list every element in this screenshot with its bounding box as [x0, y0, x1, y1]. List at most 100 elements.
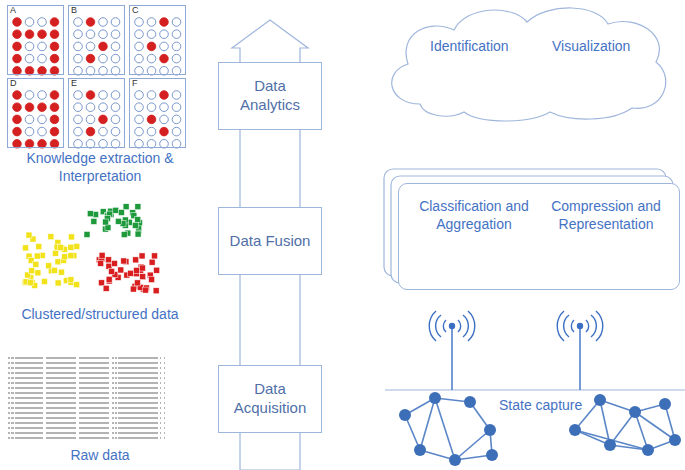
panel-letter: A — [10, 6, 16, 16]
pattern-dots — [99, 127, 108, 136]
sensor-network — [399, 409, 411, 421]
sensor-network — [635, 412, 648, 450]
panel-letter: B — [71, 6, 77, 16]
pattern-dots — [99, 54, 108, 63]
pattern-dots — [38, 115, 47, 124]
radio-tower — [429, 311, 475, 341]
sensor-network — [435, 398, 455, 460]
pattern-dots — [50, 67, 59, 76]
raw-data-texture — [8, 407, 192, 409]
cluster-scatter — [51, 267, 57, 273]
pattern-dots — [135, 127, 144, 136]
cluster-scatter — [130, 286, 136, 292]
cluster-scatter — [135, 217, 141, 223]
pattern-dots — [13, 30, 22, 39]
function-title: Visualization — [552, 38, 652, 56]
raw-data-texture — [8, 422, 192, 424]
cluster-scatter — [121, 258, 127, 264]
panel-letter: D — [10, 79, 17, 89]
cluster-scatter — [128, 270, 134, 276]
cluster-scatter — [140, 274, 146, 280]
pattern-dots — [172, 115, 181, 124]
cluster-scatter — [139, 265, 145, 271]
pattern-dots — [50, 115, 59, 124]
pattern-dots — [135, 103, 144, 112]
cluster-scatter — [68, 277, 74, 283]
pattern-dots — [135, 42, 144, 51]
cluster-scatter — [118, 267, 124, 273]
radio-tower — [436, 315, 469, 337]
pattern-dots — [13, 18, 181, 148]
function-title: Identification — [430, 38, 540, 56]
pattern-panel: D — [7, 78, 64, 148]
raw-data-texture — [8, 357, 192, 359]
pattern-dots — [99, 91, 108, 100]
pattern-dots — [111, 140, 120, 149]
pattern-dots — [86, 42, 95, 51]
cluster-scatter — [34, 253, 40, 259]
raw-data-texture — [8, 432, 192, 434]
pattern-dots — [147, 140, 156, 149]
pattern-dots — [50, 42, 59, 51]
pattern-dots — [111, 115, 120, 124]
cluster-scatter — [106, 276, 112, 282]
pattern-dots — [50, 127, 59, 136]
pattern-dots — [147, 18, 156, 27]
cluster-scatter — [68, 244, 74, 250]
pattern-dots — [38, 67, 47, 76]
cluster-scatter — [62, 254, 68, 260]
raw-data-texture — [8, 382, 192, 384]
cluster-scatter — [68, 253, 74, 259]
cluster-scatter — [103, 285, 109, 291]
pattern-dots — [13, 103, 22, 112]
cluster-scatter — [58, 269, 64, 275]
cloud-outline — [380, 0, 672, 125]
cluster-scatter — [139, 253, 145, 259]
stage-box: Data Analytics — [218, 62, 322, 130]
fusion-panel: Classification and AggregationCompressio… — [398, 183, 680, 290]
pattern-dots — [86, 18, 95, 27]
pattern-dots — [111, 42, 120, 51]
cluster-scatter — [152, 253, 158, 259]
pattern-dots — [172, 42, 181, 51]
pattern-dots — [160, 30, 169, 39]
pattern-dots — [160, 67, 169, 76]
pattern-dots — [50, 103, 59, 112]
function-title: Compression and Representation — [541, 198, 671, 233]
sensor-network — [635, 412, 675, 440]
pattern-dots — [25, 127, 34, 136]
cluster-scatter — [135, 204, 141, 210]
cluster-scatter — [33, 261, 39, 267]
pattern-dots — [50, 91, 59, 100]
sensor-network — [659, 398, 671, 410]
pattern-dots — [172, 54, 181, 63]
pattern-dots — [13, 91, 22, 100]
cluster-scatter — [68, 234, 74, 240]
radio-tower — [451, 328, 452, 390]
cluster-scatter — [46, 263, 52, 269]
cluster-scatter — [109, 268, 115, 274]
pattern-panel: A — [7, 5, 64, 75]
pattern-dots — [25, 42, 34, 51]
cluster-scatter — [99, 280, 105, 286]
pattern-dots — [99, 42, 108, 51]
pattern-dots — [74, 127, 83, 136]
pattern-dots — [13, 18, 22, 27]
sensor-network — [484, 424, 496, 436]
raw-data-texture — [8, 387, 192, 389]
pattern-dots — [135, 67, 144, 76]
cluster-scatter — [41, 279, 47, 285]
stage-title: Data Fusion — [230, 232, 311, 251]
pattern-dots — [25, 67, 34, 76]
pattern-dots — [147, 103, 156, 112]
pattern-dots — [38, 42, 47, 51]
pattern-dots — [99, 18, 108, 27]
pattern-dots — [160, 91, 169, 100]
pattern-dots — [160, 18, 169, 27]
cluster-scatter — [142, 287, 148, 293]
raw-data-texture — [8, 437, 192, 439]
sensor-network — [399, 392, 681, 466]
raw-data-texture — [8, 362, 192, 364]
cluster-scatter — [74, 243, 80, 249]
